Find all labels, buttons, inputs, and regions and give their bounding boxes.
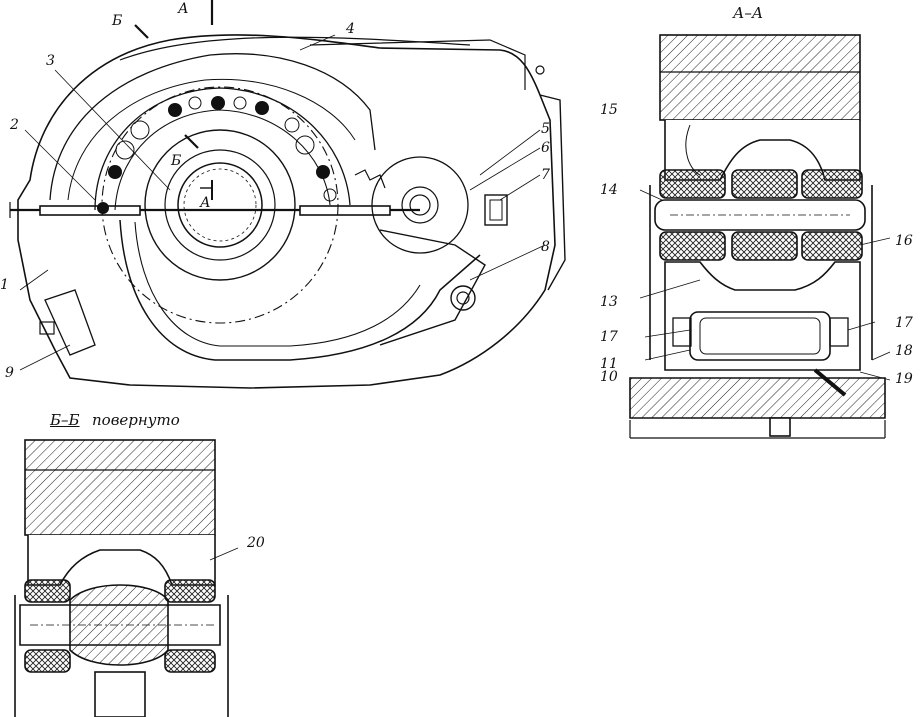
section-a-a-title: А–А [733,4,764,22]
callout-20: 20 [247,535,265,551]
main-view [9,0,566,389]
callout-19: 19 [895,371,913,387]
callout-9: 9 [5,365,14,381]
pin [654,199,866,231]
tensioner-wheel [371,156,469,254]
cut-mark-a-top: А [178,1,189,17]
cut-mark-b-center: Б [171,153,182,169]
callout-15: 15 [600,102,618,118]
callout-14: 14 [600,182,618,198]
hub-mid [164,149,276,261]
callout-7: 7 [541,167,550,183]
section-b-b-title: Б–Б [50,411,80,429]
hub-bore [177,162,263,248]
callout-17-left: 17 [600,329,618,345]
sleeve-1 [659,169,726,199]
cut-mark-a-center: А [200,195,211,211]
base-block [629,377,886,419]
hub-outer [144,129,296,281]
chain-rollers [97,96,330,214]
callout-8: 8 [541,239,550,255]
callout-1: 1 [0,277,9,293]
callout-18: 18 [895,343,913,359]
callout-2: 2 [10,117,19,133]
callout-11: 11 [600,356,618,372]
leader-lines [19,34,546,371]
lower-bowl [119,219,481,361]
callout-3: 3 [46,53,55,69]
right-bracket [539,94,566,291]
callout-13: 13 [600,294,618,310]
section-b-b [14,439,239,717]
sleeve-2 [731,169,798,199]
section-a-a [629,34,891,439]
callout-10: 10 [600,369,618,385]
housing-outline [17,34,556,389]
cut-mark-b-top: Б [112,13,123,29]
tensioner-arm [379,229,486,346]
callout-5: 5 [541,121,550,137]
callout-4: 4 [346,21,355,37]
section-b-b-note: повернуто [92,411,180,429]
chain-links [115,96,337,202]
callout-17-right: 17 [895,315,913,331]
callout-16: 16 [895,233,913,249]
callout-6: 6 [541,140,550,156]
sleeve-3 [801,169,863,199]
